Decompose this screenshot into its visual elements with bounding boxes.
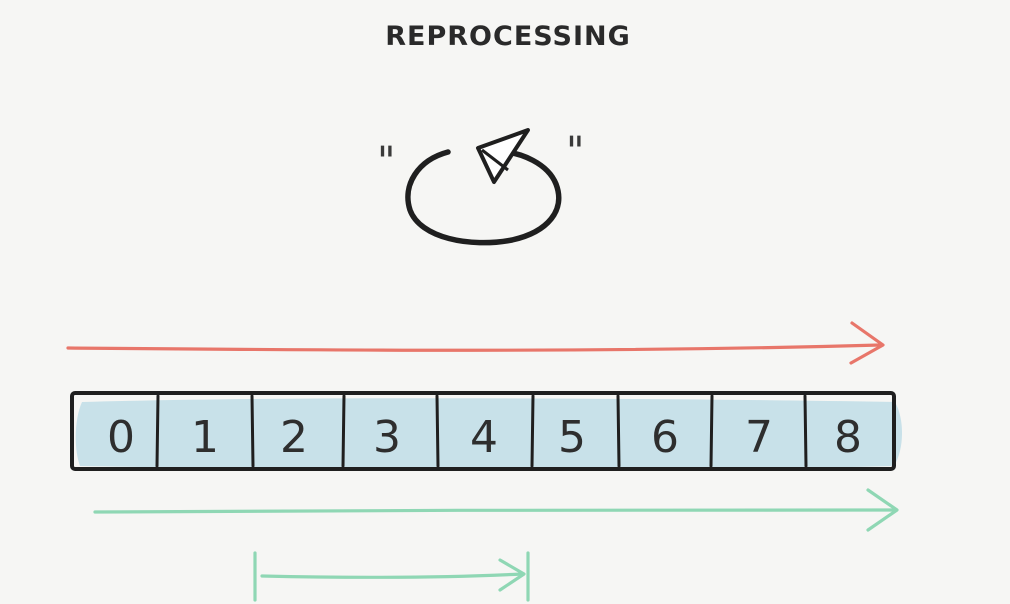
- cell-label: 3: [373, 412, 401, 463]
- loop-arrow-icon: " ": [377, 128, 584, 246]
- loop-arrowhead: [476, 128, 530, 184]
- cell-label: 5: [558, 412, 586, 463]
- cell-label: 4: [470, 412, 498, 463]
- cell-divider: [341, 394, 346, 468]
- cell-label: 1: [191, 412, 219, 463]
- green-range-bracket: [253, 551, 530, 602]
- cell-divider: [616, 394, 621, 468]
- loop-circle: [405, 148, 562, 246]
- top-red-arrow: [66, 321, 885, 365]
- cell-label: 6: [651, 412, 679, 463]
- cell-divider: [530, 394, 535, 468]
- cell-label: 7: [745, 412, 773, 463]
- open-quote-mark: ": [377, 139, 395, 185]
- cell-strip: 0 1 2 3 4 5 6 7 8: [70, 391, 903, 471]
- cell-label: 2: [280, 412, 308, 463]
- cell-label: 8: [834, 412, 862, 463]
- cell-divider: [435, 394, 440, 468]
- cell-divider: [250, 394, 255, 468]
- close-quote-mark: ": [566, 129, 584, 175]
- cell-label: 0: [107, 412, 135, 463]
- cell-divider: [803, 394, 808, 468]
- cell-strip-fill: [75, 398, 903, 470]
- cell-strip-border: [70, 391, 896, 471]
- cell-divider: [155, 394, 160, 468]
- cell-labels: 0 1 2 3 4 5 6 7 8: [107, 412, 862, 463]
- loop-arrowhead-line: [481, 148, 509, 172]
- cell-dividers: [155, 394, 808, 468]
- cell-divider: [709, 394, 714, 468]
- green-full-arrow: [93, 488, 899, 532]
- diagram-title: REPROCESSING: [385, 21, 631, 52]
